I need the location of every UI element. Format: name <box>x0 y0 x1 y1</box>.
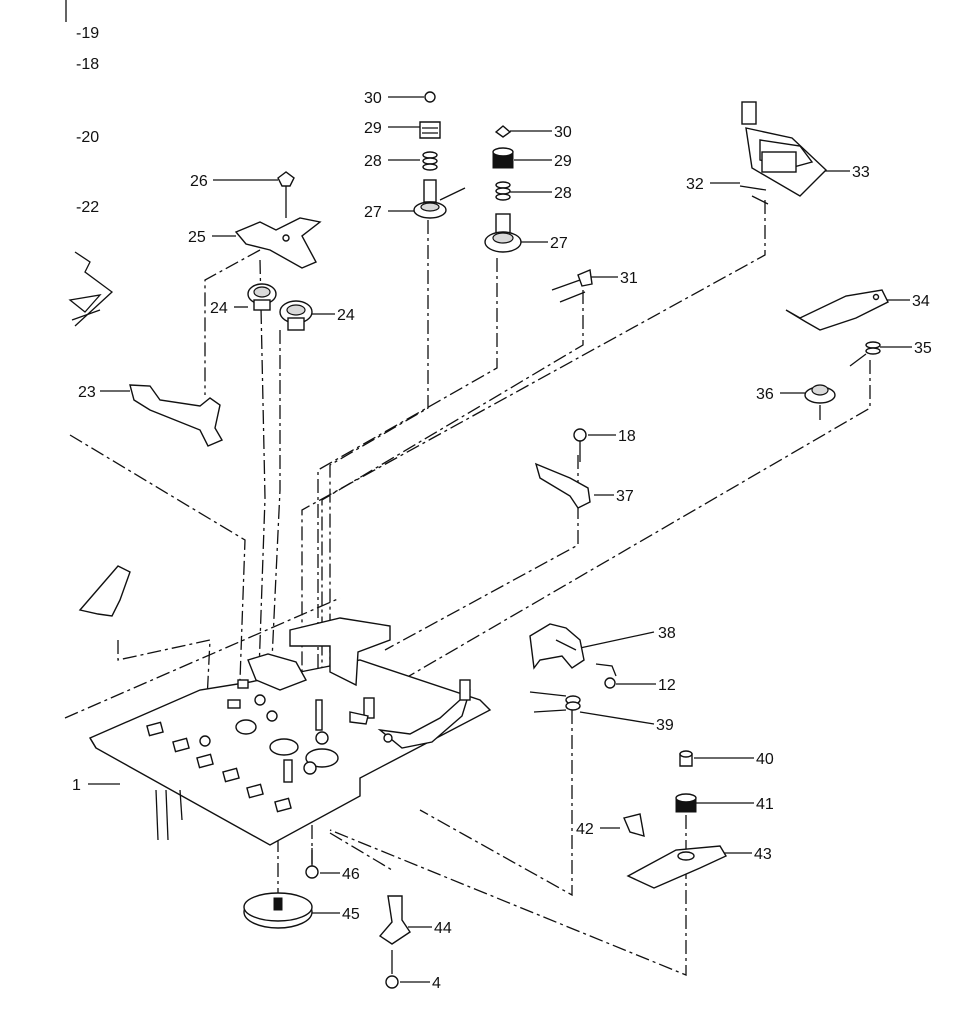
spring-35 <box>849 341 881 367</box>
slider-43 <box>626 845 728 889</box>
callout-28-right: 28 <box>554 185 572 202</box>
callout-19: -19 <box>76 25 99 42</box>
callout-46: 46 <box>342 866 360 883</box>
spindle-stack-right <box>484 125 522 253</box>
callout-30-right: 30 <box>554 124 572 141</box>
roller-41 <box>675 793 697 813</box>
callout-labels: -19 -18 -20 -22 30 29 28 27 30 29 28 27 … <box>72 25 932 992</box>
callout-22: -22 <box>76 199 99 216</box>
callout-41: 41 <box>756 796 774 813</box>
callout-27-left: 27 <box>364 204 382 221</box>
callout-24-left: 24 <box>210 300 228 317</box>
callout-39: 39 <box>656 717 674 734</box>
callout-33: 33 <box>852 164 870 181</box>
callout-23: 23 <box>78 384 96 401</box>
leader-lines <box>88 96 912 983</box>
callout-29-right: 29 <box>554 153 572 170</box>
callout-42: 42 <box>576 821 594 838</box>
arm-37 <box>534 462 591 509</box>
callout-25: 25 <box>188 229 206 246</box>
screw-18 <box>573 428 587 462</box>
pulley-45 <box>243 892 313 929</box>
callout-18-top: -18 <box>76 56 99 73</box>
partial-plate-upper-left <box>68 251 114 327</box>
callout-30-left: 30 <box>364 90 382 107</box>
callout-35: 35 <box>914 340 932 357</box>
bracket-34 <box>785 289 889 331</box>
callout-38: 38 <box>658 625 676 642</box>
bracket-assembly-25 <box>234 171 322 331</box>
callout-20: -20 <box>76 129 99 146</box>
callout-12: 12 <box>658 677 676 694</box>
spindle-stack-left <box>413 91 466 219</box>
lever-left <box>78 565 131 617</box>
callout-32: 32 <box>686 176 704 193</box>
callout-24-right: 24 <box>337 307 355 324</box>
screw-4 <box>385 950 399 989</box>
callout-26: 26 <box>190 173 208 190</box>
bracket-38 <box>529 623 585 670</box>
solenoid-33 <box>739 101 828 205</box>
callout-43: 43 <box>754 846 772 863</box>
screw-46 <box>305 848 319 879</box>
bushing-36 <box>804 384 836 420</box>
clip-42 <box>623 813 645 837</box>
callout-4: 4 <box>432 975 441 992</box>
callout-29-left: 29 <box>364 120 382 137</box>
callout-28-left: 28 <box>364 153 382 170</box>
main-chassis-plate <box>88 617 492 846</box>
callout-40: 40 <box>756 751 774 768</box>
callout-37: 37 <box>616 488 634 505</box>
callout-44: 44 <box>434 920 452 937</box>
clip-31 <box>551 269 593 303</box>
callout-45: 45 <box>342 906 360 923</box>
callout-31: 31 <box>620 270 638 287</box>
cap-40 <box>679 750 693 767</box>
callout-34: 34 <box>912 293 930 310</box>
callout-27-right: 27 <box>550 235 568 252</box>
assembly-lines <box>64 200 871 976</box>
callout-18: 18 <box>618 428 636 445</box>
nut-12 <box>595 663 617 689</box>
callout-36: 36 <box>756 386 774 403</box>
bracket-44 <box>378 895 411 945</box>
callout-1: 1 <box>72 777 81 794</box>
spring-39 <box>529 691 581 713</box>
lever-23 <box>129 384 224 447</box>
